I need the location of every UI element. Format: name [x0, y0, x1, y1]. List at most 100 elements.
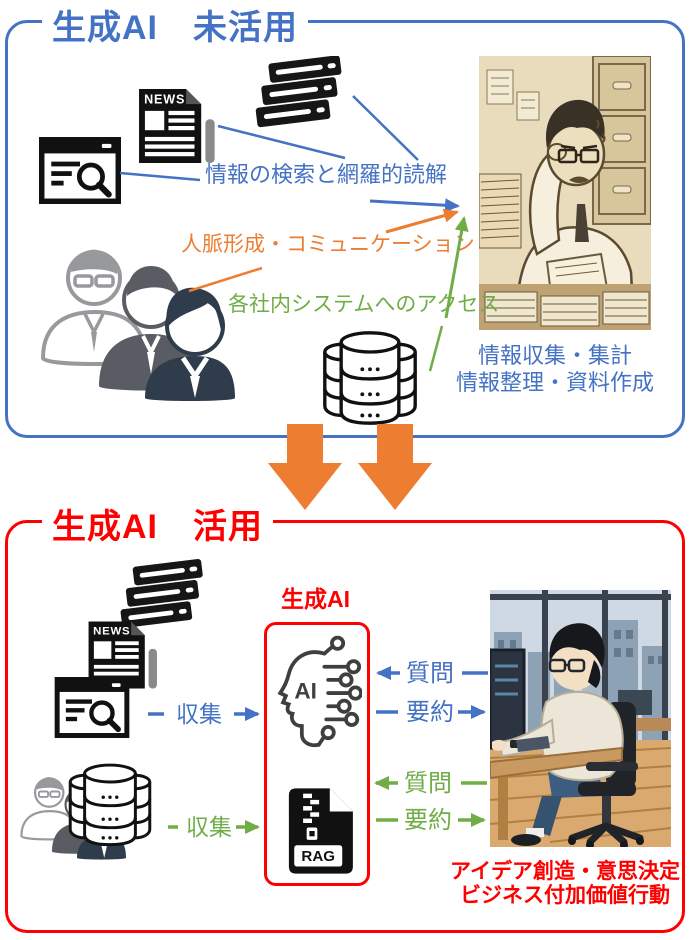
- desk-document-piles: [484, 291, 650, 327]
- db-front: [83, 763, 137, 847]
- news-line: [115, 641, 139, 646]
- db-dots: [101, 795, 119, 840]
- label-search-reading: 情報の検索と網羅的読解: [205, 162, 448, 187]
- label-question-blue: 質問: [406, 660, 454, 687]
- label-systems-access: 各社内システムへのアクセス: [228, 293, 500, 316]
- office-worker-illustration: [490, 590, 671, 847]
- news-icon-label: NEWS: [144, 92, 185, 106]
- rag-file-icon: RAG: [288, 788, 353, 874]
- sock: [526, 828, 544, 837]
- face: [551, 642, 599, 690]
- rag-label-band: [294, 845, 343, 867]
- browser-line: [51, 171, 72, 176]
- rag-file-fold: [329, 788, 353, 812]
- chair-wheel: [636, 837, 644, 845]
- news-paper-shape: [139, 89, 202, 163]
- person-dark: [145, 287, 235, 401]
- browser-titlebar: [57, 679, 127, 692]
- db-cylinders: [68, 763, 152, 847]
- chair-armrest: [586, 762, 638, 771]
- paper-line: [555, 270, 600, 277]
- rag-zipper-pull-hole: [309, 831, 315, 837]
- label-collect-green: 収集: [186, 814, 232, 840]
- magnifier-glass: [76, 162, 105, 191]
- magnifier-glass: [89, 700, 115, 726]
- cabinet-drawer: [598, 167, 646, 215]
- books-stack: [255, 56, 342, 128]
- book: [120, 601, 193, 628]
- browser-line: [65, 708, 85, 713]
- people-icon: [40, 249, 235, 401]
- window-mullions: [490, 590, 671, 742]
- db-front: [339, 331, 401, 425]
- jeans-shin: [532, 796, 562, 836]
- drawer-handle: [612, 185, 632, 194]
- books-icon: [255, 56, 342, 128]
- ai-head-icon: AI: [277, 635, 362, 748]
- hand-on-head: [547, 143, 567, 161]
- book: [268, 56, 342, 83]
- news-icon: NEWS: [88, 621, 157, 689]
- chair-base: [568, 822, 644, 846]
- bottom-result-line2: ビジネス付加価値行動: [460, 884, 670, 907]
- database-icon: [323, 331, 417, 425]
- tie: [575, 204, 589, 242]
- book: [261, 77, 338, 106]
- hair-back: [588, 660, 601, 688]
- news-line: [115, 648, 139, 652]
- magnifier-handle: [106, 717, 121, 733]
- db-dots: [360, 367, 380, 418]
- monitor-content: [495, 664, 518, 696]
- browser-line: [65, 699, 92, 704]
- news-photo: [93, 641, 112, 659]
- browser-search-icon: [39, 137, 121, 204]
- drawer-handle: [612, 133, 632, 142]
- genai-box-label: 生成AI: [281, 586, 350, 612]
- drawer-handle: [612, 81, 632, 90]
- label-summarize-blue: 要約: [406, 699, 454, 726]
- ai-icon-label: AI: [294, 679, 317, 704]
- hand: [492, 739, 508, 751]
- bottom-result-text: アイデア創造・意思決定 ビジネス付加価値行動: [448, 860, 682, 908]
- top-result-line2: 情報整理・資料作成: [455, 370, 654, 395]
- cabinet-drawer: [598, 63, 646, 111]
- books-stack: [120, 559, 203, 628]
- ai-circuit-nodes: [320, 635, 362, 741]
- news-line: [144, 152, 195, 157]
- bottom-box-title: 生成AI 活用: [42, 499, 273, 548]
- news-fold: [186, 89, 202, 105]
- person-light: [40, 249, 148, 366]
- stressed-worker-illustration: [479, 56, 651, 330]
- book: [255, 99, 331, 128]
- news-line: [144, 136, 195, 142]
- ai-head-outline: [277, 645, 351, 748]
- eyebrows: [560, 144, 598, 150]
- browser-line: [51, 180, 64, 186]
- chair-wheel: [568, 837, 576, 845]
- sneaker: [511, 834, 541, 846]
- paper-line: [554, 262, 598, 269]
- news-icon: NEWS: [139, 89, 215, 163]
- wall-papers: [486, 69, 540, 121]
- news-line: [168, 110, 195, 116]
- bottom-result-line1: アイデア創造・意思決定: [450, 860, 680, 883]
- browser-titlebar: [41, 139, 119, 154]
- desk-surface: [490, 746, 623, 780]
- magnifier-handle: [96, 181, 112, 198]
- browser-search-icon: [54, 677, 130, 738]
- book: [132, 559, 203, 586]
- news-line: [168, 118, 195, 123]
- news-photo: [144, 110, 165, 131]
- bottom-box-border: [5, 520, 685, 933]
- paper-stack-left: [479, 173, 522, 249]
- browser-line: [65, 716, 78, 722]
- grimace-mouth: [569, 176, 589, 183]
- news-line: [93, 664, 139, 669]
- db-cylinders: [323, 331, 417, 425]
- label-summarize-green: 要約: [404, 807, 452, 834]
- top-box-border: [5, 20, 685, 438]
- news-line: [93, 671, 139, 676]
- chair-wheel: [620, 841, 628, 847]
- hair: [545, 99, 605, 148]
